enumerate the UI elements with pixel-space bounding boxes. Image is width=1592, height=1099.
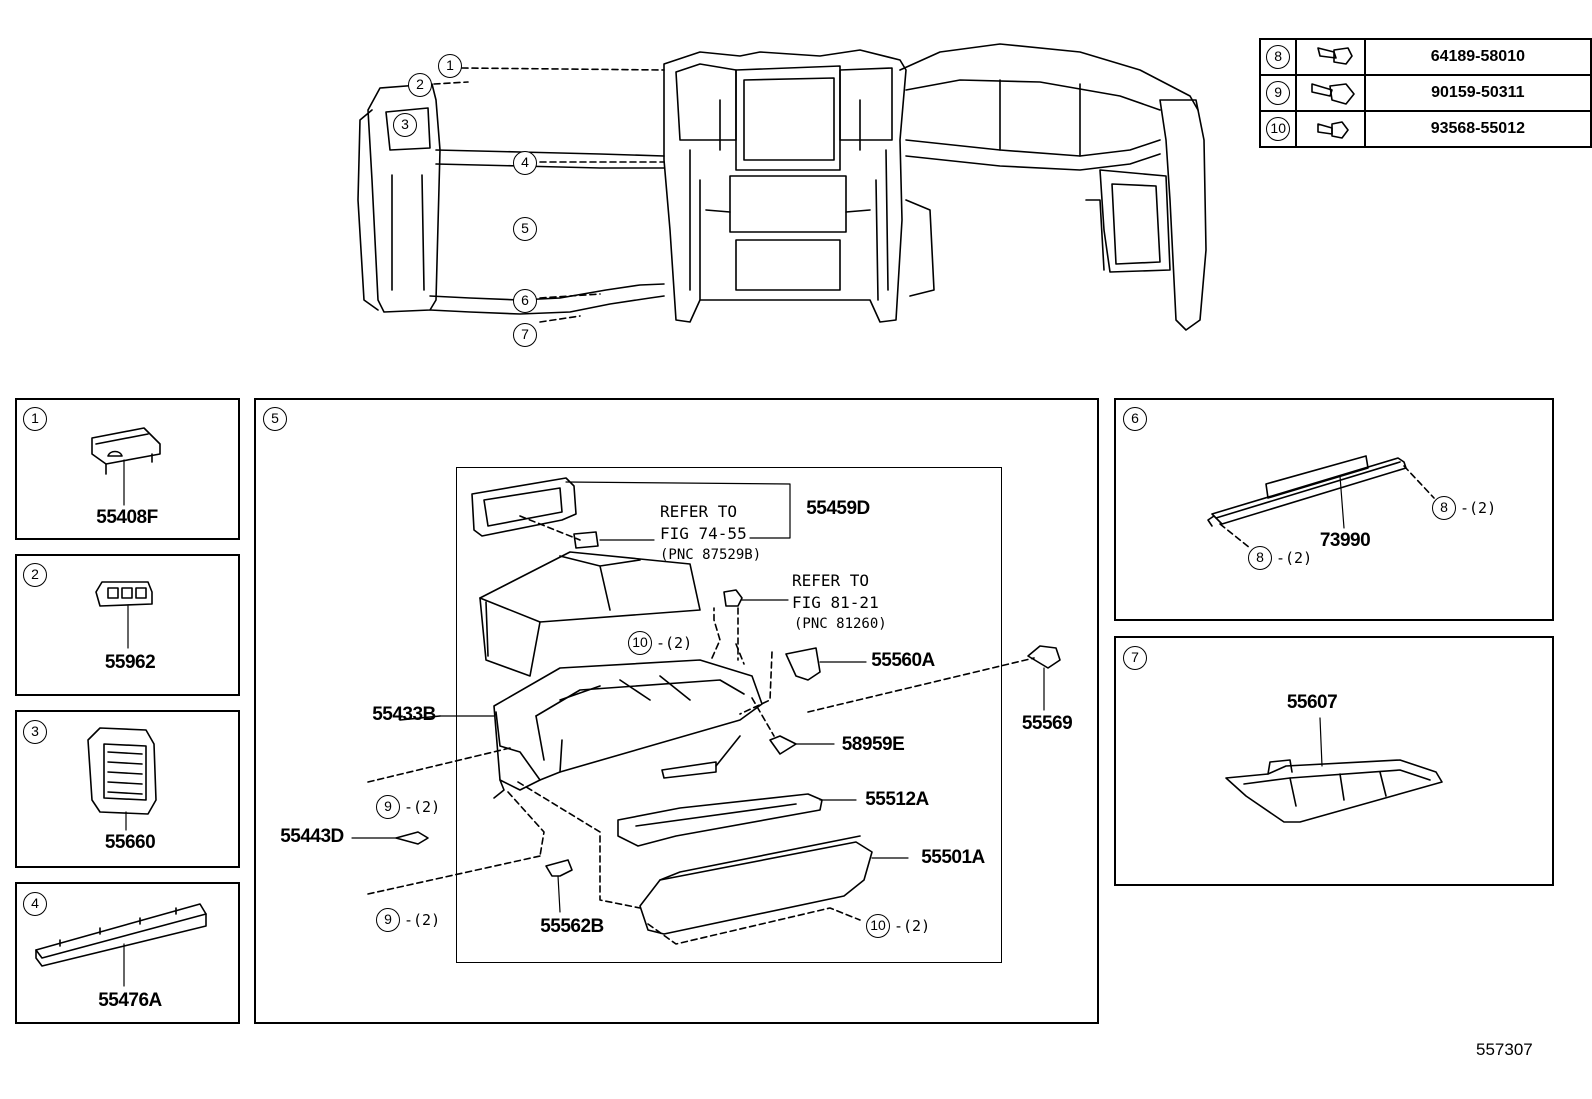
refer-note-2-line2: FIG 81-21 bbox=[792, 593, 879, 612]
qty-text: -(2) bbox=[1460, 499, 1497, 517]
ref-circle: 10 bbox=[1266, 117, 1291, 141]
table-row: 10 93568-55012 bbox=[1258, 110, 1592, 148]
part-number: 90159-50311 bbox=[1363, 74, 1592, 112]
panel-3 bbox=[15, 710, 240, 868]
part-label-55962: 55962 bbox=[104, 652, 156, 673]
ref-circle: 9 bbox=[1266, 81, 1291, 105]
glovebox-inner-frame bbox=[456, 467, 1002, 963]
glovebox-exploded-drawing bbox=[351, 477, 1061, 945]
panel-6 bbox=[1114, 398, 1554, 621]
qty-text: -(2) bbox=[404, 798, 441, 816]
qty-text: -(2) bbox=[1276, 549, 1313, 567]
panel-1 bbox=[15, 398, 240, 540]
panel-5 bbox=[254, 398, 1099, 1024]
part-55607-drawing bbox=[1225, 717, 1443, 823]
qty-text: -(2) bbox=[404, 911, 441, 929]
panel-4-ref: 4 bbox=[23, 892, 47, 916]
screw-icon bbox=[1295, 110, 1366, 148]
part-label-55660: 55660 bbox=[104, 832, 156, 853]
part-label-55569: 55569 bbox=[1021, 713, 1073, 734]
panel-7 bbox=[1114, 636, 1554, 886]
part-label-55408F: 55408F bbox=[96, 507, 158, 528]
refer-note-1-line1: REFER TO bbox=[660, 502, 738, 521]
overview-callout-5: 5 bbox=[513, 217, 537, 241]
overview-callout-3: 3 bbox=[393, 113, 417, 137]
refer-note-1-line2: FIG 74-55 bbox=[660, 524, 747, 543]
panel-6-ref: 6 bbox=[1123, 407, 1147, 431]
part-label-55501A: 55501A bbox=[921, 847, 985, 868]
panel-7-ref: 7 bbox=[1123, 646, 1147, 670]
part-label-73990: 73990 bbox=[1319, 530, 1371, 551]
refer-note-1-line3: (PNC 87529B) bbox=[660, 547, 762, 563]
part-55962-drawing bbox=[95, 581, 153, 649]
part-55476A-drawing bbox=[35, 903, 207, 987]
figure-id: 557307 bbox=[1476, 1040, 1533, 1059]
qty-ref-9: 9 bbox=[376, 908, 400, 932]
qty-text: -(2) bbox=[656, 634, 693, 652]
ref-circle: 8 bbox=[1266, 45, 1291, 69]
part-label-55443D: 55443D bbox=[280, 826, 344, 847]
part-number: 64189-58010 bbox=[1363, 38, 1592, 76]
qty-ref-8: 8 bbox=[1248, 546, 1272, 570]
qty-text: -(2) bbox=[894, 917, 931, 935]
refer-note-2-line1: REFER TO bbox=[792, 571, 870, 590]
overview-callout-2: 2 bbox=[408, 73, 432, 97]
panel-2-ref: 2 bbox=[23, 563, 47, 587]
bolt-icon bbox=[1295, 74, 1366, 112]
table-row: 9 90159-50311 bbox=[1258, 74, 1592, 112]
part-label-55562B: 55562B bbox=[540, 916, 604, 937]
panel-3-ref: 3 bbox=[23, 720, 47, 744]
part-55408F-drawing bbox=[91, 427, 161, 506]
qty-ref-10: 10 bbox=[866, 914, 890, 938]
screw-icon bbox=[1295, 38, 1366, 76]
overview-callout-4: 4 bbox=[513, 151, 537, 175]
part-label-55607: 55607 bbox=[1286, 692, 1338, 713]
part-label-55476A: 55476A bbox=[98, 990, 162, 1011]
part-label-58959E: 58959E bbox=[841, 734, 905, 755]
part-73990-drawing bbox=[1207, 455, 1435, 549]
part-label-55560A: 55560A bbox=[871, 650, 935, 671]
qty-ref-9: 9 bbox=[376, 795, 400, 819]
part-number: 93568-55012 bbox=[1363, 110, 1592, 148]
table-row: 8 64189-58010 bbox=[1258, 38, 1592, 76]
panel-4 bbox=[15, 882, 240, 1024]
part-label-55433B: 55433B bbox=[372, 704, 436, 725]
part-55660-drawing bbox=[87, 727, 157, 831]
part-label-55512A: 55512A bbox=[865, 789, 929, 810]
qty-ref-8: 8 bbox=[1432, 496, 1456, 520]
panel-5-ref: 5 bbox=[263, 407, 287, 431]
panel-1-ref: 1 bbox=[23, 407, 47, 431]
overview-callout-7: 7 bbox=[513, 323, 537, 347]
refer-note-2-line3: (PNC 81260) bbox=[794, 616, 887, 632]
overview-callout-1: 1 bbox=[438, 54, 462, 78]
dashboard-overview-drawing bbox=[357, 43, 1207, 331]
qty-ref-10: 10 bbox=[628, 631, 652, 655]
fastener-table: 8 64189-58010 9 90159-50311 10 93568-550… bbox=[1258, 38, 1592, 148]
part-label-55459D: 55459D bbox=[806, 498, 870, 519]
overview-callout-6: 6 bbox=[513, 289, 537, 313]
panel-2 bbox=[15, 554, 240, 696]
